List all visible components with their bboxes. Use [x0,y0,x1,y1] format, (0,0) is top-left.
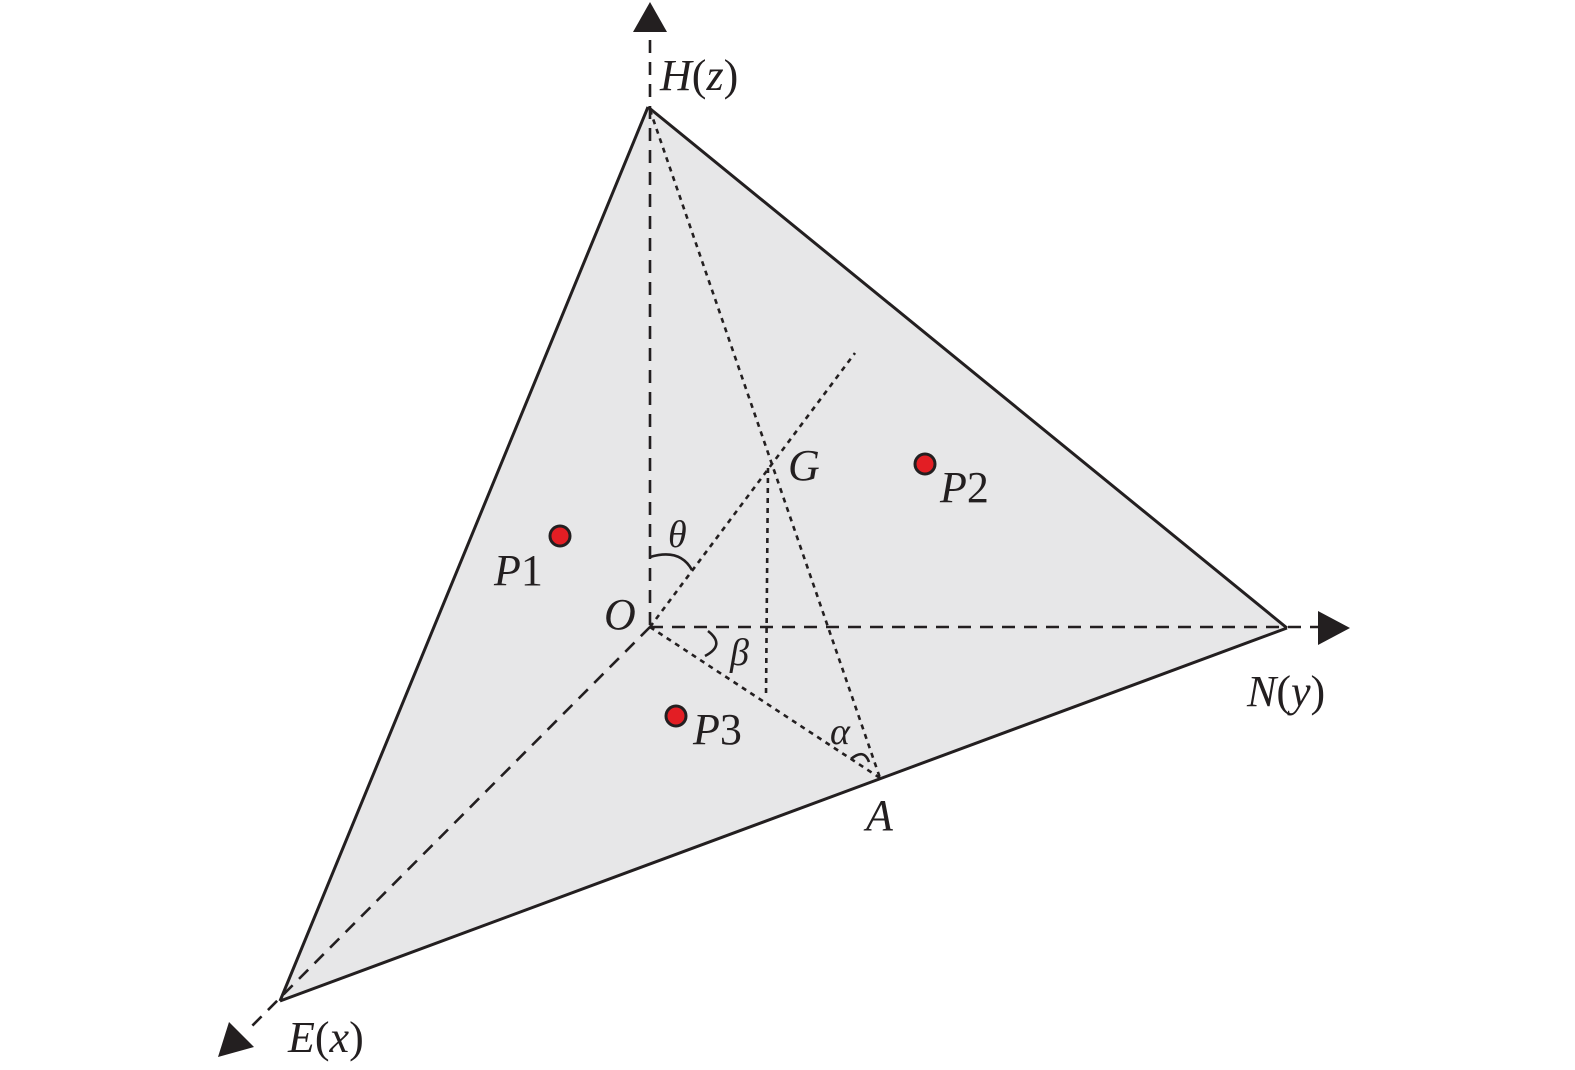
y-axis-label: N(y) [1246,667,1325,716]
angle-theta-arc [649,553,694,571]
angle-alpha-label: α [830,711,851,753]
centroid-label: G [788,441,820,490]
point-p1-marker [548,524,572,548]
foot-label: A [863,791,894,840]
x-axis-label: E(x) [287,1013,364,1062]
angle-beta-label: β [729,632,749,674]
x-axis-arrowhead [218,1022,254,1057]
line-h-a [648,109,882,779]
edge-n-e [279,626,1288,1003]
z-axis-label: H(z) [659,51,738,100]
point-p3-label: P3 [692,705,742,754]
angle-beta-arc [704,629,718,658]
normal-line-og [648,352,857,628]
edge-h-n [647,105,1288,630]
origin-label: O [604,590,636,639]
angle-alpha-arc [850,752,871,763]
point-p1-label: P1 [493,546,543,595]
y-axis-arrowhead [1318,611,1350,645]
projection-line-g [764,467,770,697]
point-p2-label: P2 [939,463,989,512]
x-axis [247,626,651,1031]
plane-face [280,107,1287,1001]
point-p2-marker [913,452,937,476]
z-axis-arrowhead [633,2,667,32]
angle-theta-label: θ [668,514,687,556]
edge-e-h [278,106,650,1002]
point-p3-marker [664,704,688,728]
